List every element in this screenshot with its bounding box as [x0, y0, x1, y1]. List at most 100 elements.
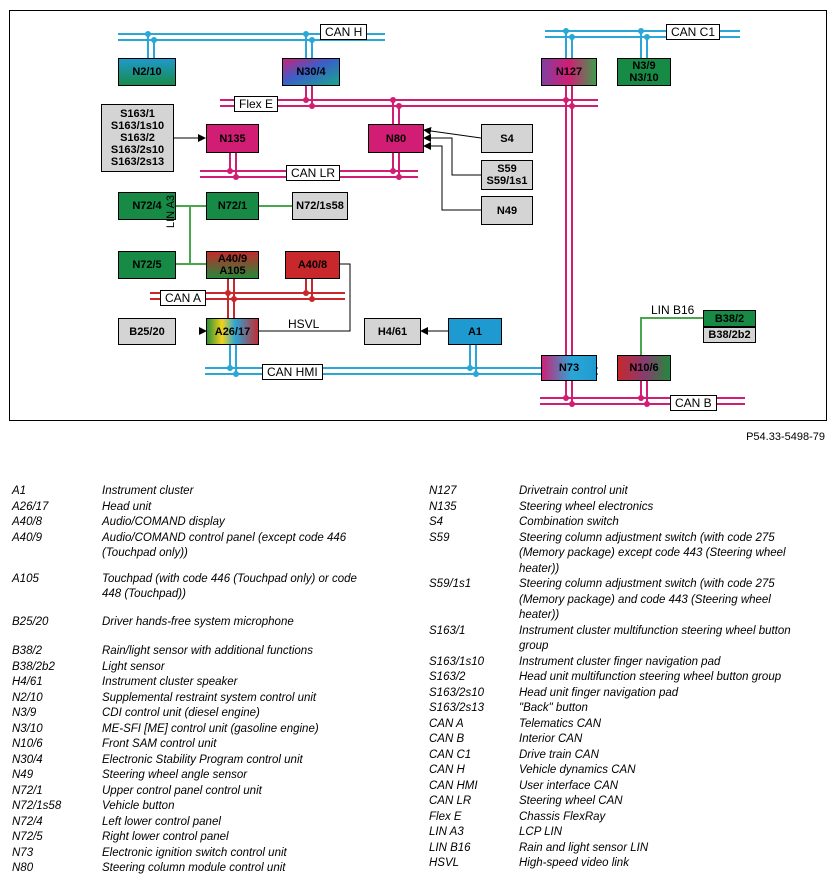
legend-desc: User interface CAN — [519, 779, 619, 792]
flex-e-bus — [220, 86, 598, 355]
flex-e-label: Flex E — [234, 96, 279, 112]
legend-row: S163/2 Head unit multifunction steering w… — [429, 670, 824, 686]
legend-code: CAN HMI — [429, 779, 478, 792]
h4-61-node: H4/61 — [364, 318, 421, 345]
legend-desc: Drive train CAN — [519, 748, 599, 761]
legend-row: LIN B16 Rain and light sensor LIN — [429, 841, 824, 857]
legend-desc: Steering wheel electronics — [519, 500, 654, 513]
legend-desc: Instrument cluster finger navigation pad — [519, 655, 721, 668]
legend-desc: Steering column adjustment switch (with … — [519, 531, 786, 575]
legend-code: A40/8 — [12, 516, 43, 528]
legend-desc: Head unit multifunction steering wheel b… — [519, 671, 782, 683]
b38-2-node: B38/2 — [703, 310, 756, 327]
legend-code: B38/2 — [12, 645, 43, 657]
n10-6-node: N10/6 — [617, 355, 671, 381]
s163-node: S163/1 S163/1s10 S163/2 S163/2s10 S163/2… — [101, 104, 174, 172]
legend-code: CAN A — [429, 717, 464, 730]
lin-a3-label: LIN A3 — [165, 194, 177, 228]
n127-node: N127 — [541, 58, 597, 86]
legend-row: N135 Steering wheel electronics — [429, 500, 824, 516]
legend-code: CAN C1 — [429, 748, 472, 761]
legend-desc: Light sensor — [102, 660, 165, 673]
legend-desc: Front SAM control unit — [102, 738, 217, 750]
legend-row: N72/4 Left lower control panel — [12, 815, 397, 831]
a26-17-node: A26/17 — [206, 318, 259, 345]
legend-code: S163/2s10 — [429, 686, 484, 699]
legend-code: CAN H — [429, 764, 465, 776]
n49-node: N49 — [481, 196, 533, 225]
legend-desc: Instrument cluster speaker — [102, 676, 238, 688]
legend-code: N2/10 — [12, 691, 43, 704]
lin-a3-bus — [176, 205, 292, 265]
legend-desc: Right lower control panel — [102, 831, 229, 843]
legend-code: N30/4 — [12, 753, 43, 766]
legend-desc: Driver hands-free system microphone — [102, 615, 294, 628]
n72-1s58-node: N72/1s58 — [292, 192, 348, 220]
legend-row: A105 Touchpad (with code 446 (Touchpad on… — [12, 572, 397, 603]
legend-code: S4 — [429, 516, 444, 528]
legend-code: N72/1s58 — [12, 800, 62, 812]
legend-desc: Rain and light sensor LIN — [519, 841, 649, 854]
n72-1-node: N72/1 — [206, 192, 259, 220]
legend-code: N80 — [12, 862, 34, 874]
legend-desc: Instrument cluster — [102, 485, 194, 497]
can-h-label: CAN H — [320, 24, 368, 40]
legend-code: CAN B — [429, 733, 465, 745]
legend-code: A105 — [12, 572, 39, 585]
legend-code: LIN B16 — [429, 841, 471, 854]
legend-desc: Drivetrain control unit — [519, 485, 628, 497]
legend-desc: High-speed video link — [519, 857, 629, 869]
b38-2b2-node: B38/2b2 — [703, 327, 756, 343]
legend-desc: "Back" button — [519, 702, 588, 714]
n72-5-node: N72/5 — [118, 251, 176, 279]
lin-b16-label: LIN B16 — [651, 303, 695, 317]
n3-9-node: N3/9 N3/10 — [617, 58, 671, 86]
hsvl-label: HSVL — [288, 317, 320, 331]
b25-20-node: B25/20 — [118, 318, 176, 345]
legend-desc: Rain/light sensor with additional functi… — [102, 645, 313, 657]
legend-code: N127 — [429, 485, 457, 497]
legend-desc: Vehicle button — [102, 800, 175, 812]
legend-desc: Touchpad (with code 446 (Touchpad only) … — [102, 572, 357, 601]
legend-row: S163/2s13"Back" button — [429, 701, 824, 717]
n72-4-node: N72/4 — [118, 192, 176, 220]
legend-desc: Left lower control panel — [102, 815, 221, 828]
legend-code: N73 — [12, 846, 34, 859]
figure-reference: P54.33-5498-79 — [746, 431, 825, 443]
legend-desc: Electronic Stability Program control uni… — [102, 753, 303, 766]
can-hmi-label: CAN HMI — [262, 364, 323, 380]
can-lr-label: CAN LR — [286, 165, 341, 181]
legend-desc: Steering column adjustment switch (with … — [519, 578, 775, 621]
s4-node: S4 — [481, 124, 533, 153]
legend-desc: Head unit — [102, 500, 152, 513]
legend-row: CAN HMI User interface CAN — [429, 779, 824, 795]
legend-desc: LCP LIN — [519, 826, 563, 838]
legend-code: CAN LR — [429, 795, 472, 807]
n2-10-node: N2/10 — [118, 58, 176, 86]
legend-desc: CDI control unit (diesel engine) — [102, 707, 260, 719]
legend-row: N127 Drivetrain control unit — [429, 484, 824, 500]
n73-node: N73 — [541, 355, 597, 381]
legend-code: B38/2b2 — [12, 660, 55, 673]
legend-code: S163/2 — [429, 671, 466, 683]
legend-code: N72/4 — [12, 815, 43, 828]
legend-code: N135 — [429, 500, 457, 513]
